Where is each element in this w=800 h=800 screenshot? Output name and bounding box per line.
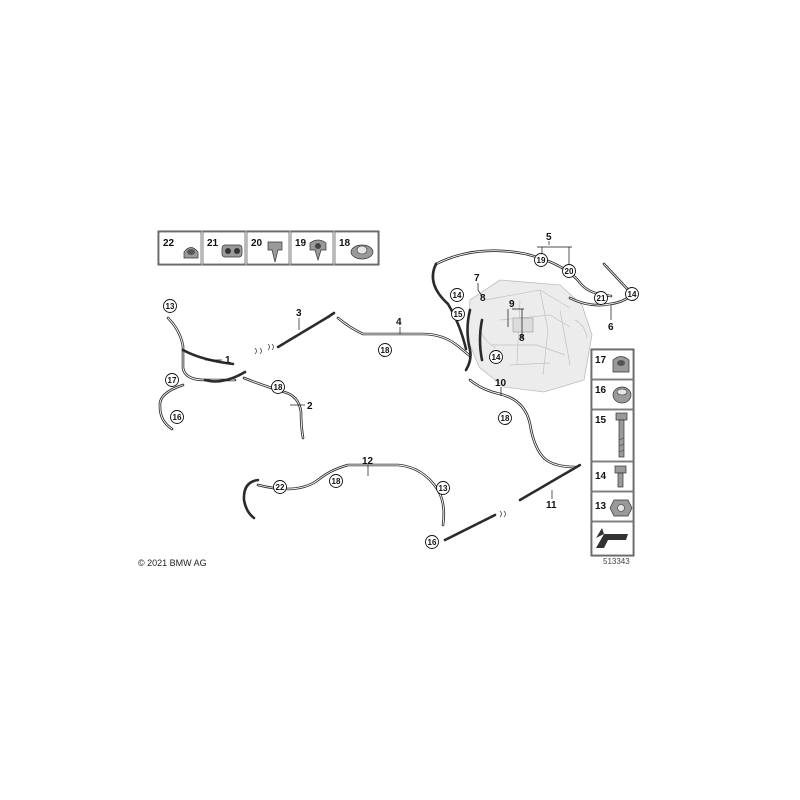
circled-callouts: 13 17 16 18 18 14 15 14 19 20 21 14 18 2… xyxy=(163,253,639,549)
svg-text:18: 18 xyxy=(501,414,510,423)
svg-text:19: 19 xyxy=(537,256,546,265)
line-1 xyxy=(158,316,247,431)
callout-11: 11 xyxy=(546,500,557,511)
svg-text:20: 20 xyxy=(565,267,574,276)
circled-16: 16 xyxy=(425,535,439,549)
circled-16: 16 xyxy=(170,410,184,424)
leader-lines xyxy=(205,241,612,499)
circled-18: 18 xyxy=(498,411,512,425)
circled-14: 14 xyxy=(489,350,503,364)
image-number: 513343 xyxy=(603,557,630,566)
line-4 xyxy=(336,316,472,358)
circled-14: 14 xyxy=(450,288,464,302)
legend-item-19: 19 xyxy=(290,231,334,265)
copyright-text: © 2021 BMW AG xyxy=(138,558,207,568)
svg-text:18: 18 xyxy=(381,346,390,355)
circled-13: 13 xyxy=(163,299,177,313)
legend-item-14: 14 xyxy=(591,461,634,492)
engine-block xyxy=(466,279,593,393)
legend-number: 18 xyxy=(339,238,351,249)
line-12 xyxy=(242,463,446,527)
sleeve-icon xyxy=(612,386,632,404)
svg-text:16: 16 xyxy=(428,538,437,547)
pipe-clip-icon xyxy=(309,239,327,262)
svg-text:16: 16 xyxy=(173,413,182,422)
hex-bolt-icon xyxy=(615,412,628,458)
legend-number: 17 xyxy=(595,355,607,366)
line-2 xyxy=(242,376,305,440)
legend-item-21: 21 xyxy=(202,231,246,265)
circled-17: 17 xyxy=(165,373,179,387)
short-bolt-icon xyxy=(614,465,627,488)
flange-nut-icon xyxy=(609,499,633,517)
svg-text:17: 17 xyxy=(168,376,177,385)
line-3 xyxy=(276,311,336,349)
circled-13: 13 xyxy=(436,481,450,495)
legend-number: 20 xyxy=(251,238,263,249)
svg-text:14: 14 xyxy=(628,290,637,299)
svg-text:15: 15 xyxy=(454,310,463,319)
svg-text:13: 13 xyxy=(166,302,175,311)
svg-text:21: 21 xyxy=(597,294,606,303)
svg-text:18: 18 xyxy=(332,477,341,486)
legend-item-15: 15 xyxy=(591,409,634,462)
callout-8: 8 xyxy=(480,293,486,304)
top-legend: 22 21 20 19 xyxy=(157,230,380,266)
callout-2: 2 xyxy=(307,401,313,412)
legend-number: 13 xyxy=(595,501,607,512)
circled-19: 19 xyxy=(534,253,548,267)
line-7 xyxy=(464,308,484,372)
double-clip-icon xyxy=(221,244,243,258)
line-11 xyxy=(518,463,582,502)
legend-number: 14 xyxy=(595,471,607,482)
callout-10: 10 xyxy=(495,378,507,389)
circled-21: 21 xyxy=(594,291,608,305)
push-clip-icon xyxy=(267,241,283,263)
rubber-mount-icon xyxy=(612,356,630,373)
line-5 xyxy=(431,249,613,351)
circled-22: 22 xyxy=(273,480,287,494)
callout-4: 4 xyxy=(396,317,402,328)
svg-text:14: 14 xyxy=(492,353,501,362)
callout-8: 8 xyxy=(519,333,525,344)
callout-9: 9 xyxy=(509,299,515,310)
legend-number: 22 xyxy=(163,238,175,249)
line-10 xyxy=(468,378,577,469)
circled-15: 15 xyxy=(451,307,465,321)
circled-18: 18 xyxy=(378,343,392,357)
grommet-icon xyxy=(350,244,374,260)
circled-18: 18 xyxy=(329,474,343,488)
callout-6: 6 xyxy=(608,322,614,333)
svg-text:13: 13 xyxy=(439,484,448,493)
callout-1: 1 xyxy=(225,355,231,366)
circled-18: 18 xyxy=(271,380,285,394)
svg-text:14: 14 xyxy=(453,291,462,300)
side-legend: 17 16 15 xyxy=(590,348,635,557)
callout-3: 3 xyxy=(296,308,302,319)
line-16-tube xyxy=(443,513,497,542)
callout-12: 12 xyxy=(362,456,374,467)
legend-item-22: 22 xyxy=(158,231,202,265)
legend-number: 16 xyxy=(595,385,607,396)
callout-5: 5 xyxy=(546,232,552,243)
break-marks xyxy=(254,343,506,518)
svg-text:22: 22 xyxy=(276,483,285,492)
svg-text:18: 18 xyxy=(274,383,283,392)
legend-item-18: 18 xyxy=(334,231,379,265)
legend-number: 21 xyxy=(207,238,219,249)
legend-item-17: 17 xyxy=(591,349,634,380)
hose-clamp-icon xyxy=(183,247,199,259)
callouts: 1 2 3 4 5 6 7 8 8 9 10 11 12 xyxy=(225,232,614,511)
callout-7: 7 xyxy=(474,273,480,284)
legend-number: 15 xyxy=(595,415,607,426)
legend-item-arrow xyxy=(591,521,634,556)
orientation-arrow-icon xyxy=(596,528,628,548)
circled-20: 20 xyxy=(562,264,576,278)
legend-number: 19 xyxy=(295,238,307,249)
legend-item-13: 13 xyxy=(591,491,634,522)
circled-14: 14 xyxy=(625,287,639,301)
legend-item-20: 20 xyxy=(246,231,290,265)
legend-item-16: 16 xyxy=(591,379,634,410)
